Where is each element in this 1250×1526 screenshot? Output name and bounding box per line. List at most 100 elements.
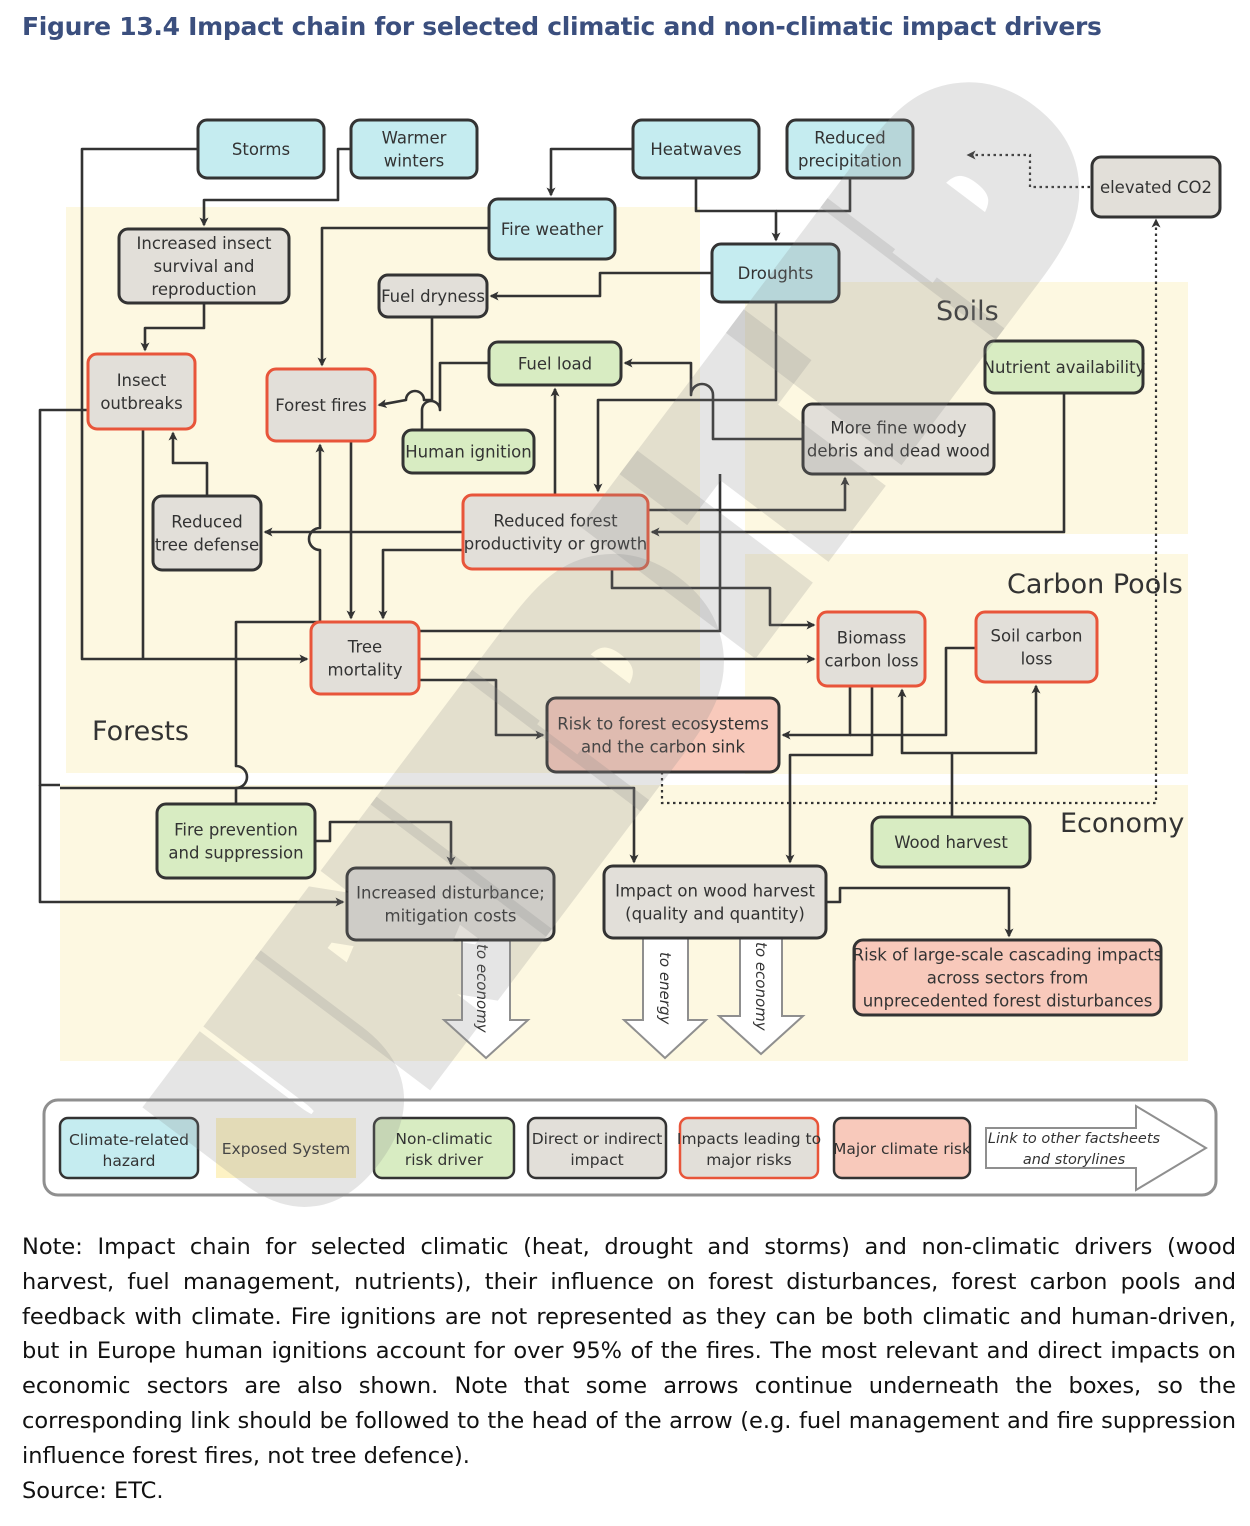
- legend-impact-major-swatch: [678, 1116, 820, 1180]
- edge-fineWoody-to-fuelload: [623, 358, 803, 441]
- to-economy-label-1: to economy: [473, 944, 491, 1034]
- edge-impactwood-to-cascading: [826, 886, 1014, 938]
- edge-defense-to-outbreaks: [168, 431, 209, 496]
- legend-exposed-label: Exposed System: [222, 1140, 350, 1158]
- node-label: Droughts: [738, 264, 814, 283]
- node-label: Wood harvest: [894, 833, 1008, 852]
- node-label: Nutrient availability: [983, 358, 1146, 377]
- co2-to-hazards-line: [966, 150, 1090, 189]
- edge-biomass-to-impactwood: [785, 686, 874, 864]
- legend-major-risk-label: Major climate risk: [833, 1140, 971, 1158]
- figure-source: Source: ETC.: [22, 1478, 164, 1504]
- node-storms: Storms: [196, 118, 326, 180]
- node-label: Fuel dryness: [381, 287, 485, 306]
- to-energy-label: to energy: [656, 952, 674, 1025]
- to-economy-arrow-2: [716, 935, 806, 1056]
- figure-note: Note: Impact chain for selected climatic…: [22, 1234, 1236, 1469]
- edge-forests-to-impactwood: [60, 786, 639, 864]
- legend-hazard-swatch: [58, 1116, 200, 1180]
- node-elevated-co2: elevated CO2: [1090, 155, 1222, 219]
- node-wood-harvest: Wood harvest: [870, 815, 1032, 869]
- node-label: Impact on wood harvest(quality and quant…: [615, 882, 815, 924]
- edge-heatwaves-to-fireweather: [546, 147, 633, 197]
- edge-droughts-to-growth: [593, 302, 778, 493]
- to-economy-label-2: to economy: [752, 942, 770, 1032]
- edge-mortality-to-risk: [419, 678, 545, 740]
- node-droughts: Droughts: [710, 242, 841, 304]
- legend-major-risk-swatch: [832, 1116, 972, 1180]
- edge-harvest-to-soilcarbon: [952, 684, 1041, 755]
- node-label: Storms: [232, 140, 290, 159]
- edge-growth-to-mortality: [378, 548, 470, 620]
- edge-growth-to-finewoody: [648, 476, 850, 512]
- figure-title: Figure 13.4 Impact chain for selected cl…: [22, 12, 1102, 41]
- edge-heatwaves-to-droughts: [694, 178, 781, 242]
- impact-chain-diagram: to economy to energy to economy Forests …: [38, 70, 1222, 1210]
- edge-prevention-to-fires: [234, 443, 325, 804]
- edge-dryness-to-fires: [377, 317, 434, 409]
- edge-insect-to-outbreaks: [140, 303, 206, 352]
- edge-harvest-to-biomass: [897, 688, 954, 817]
- economy-label: Economy: [1060, 808, 1184, 839]
- to-energy-arrow: [621, 935, 709, 1060]
- node-fuel-dryness: Fuel dryness: [377, 273, 489, 319]
- edge-soilcarbon-to-risk: [850, 646, 976, 737]
- edge-winters-to-insect: [199, 147, 351, 227]
- node-label: elevated CO2: [1100, 178, 1212, 197]
- edge-mortality-to-finewoody: [419, 474, 722, 633]
- edge-growth-to-biomass: [610, 569, 816, 630]
- edge-nutrient-to-growth: [650, 393, 1066, 537]
- node-label: Fire weather: [501, 220, 604, 239]
- node-label: Forest fires: [275, 396, 366, 415]
- edge-outbreaks-to-mortality: [38, 408, 88, 787]
- node-label: Human ignition: [405, 443, 531, 462]
- node-increased-disturbance: Increased disturbance;mitigation costs: [345, 866, 556, 942]
- legend-exposed-swatch: [216, 1118, 356, 1178]
- node-nutrient: Nutrient availability: [983, 339, 1146, 395]
- legend-impact-swatch: [526, 1116, 668, 1180]
- node-forest-fires: Forest fires: [265, 367, 377, 443]
- edge-fuelload-to-fires: [420, 361, 489, 430]
- carbon-pools-label: Carbon Pools: [1007, 569, 1183, 600]
- edge-storms-to-mortality: [80, 147, 309, 664]
- edge-droughts-to-dryness: [489, 271, 712, 301]
- node-label: Fuel load: [518, 355, 592, 374]
- node-heatwaves: Heatwaves: [631, 118, 761, 180]
- soils-label: Soils: [936, 296, 999, 327]
- node-fire-weather: Fire weather: [487, 197, 617, 261]
- node-impact-wood: Impact on wood harvest(quality and quant…: [602, 864, 828, 940]
- legend-driver-swatch: [372, 1116, 516, 1180]
- edge-outbreaks-to-disturbance: [38, 785, 345, 907]
- node-label: Heatwaves: [650, 140, 741, 159]
- edge-fireweather-to-fires: [317, 226, 489, 367]
- legend-link-arrow: [985, 1104, 1208, 1192]
